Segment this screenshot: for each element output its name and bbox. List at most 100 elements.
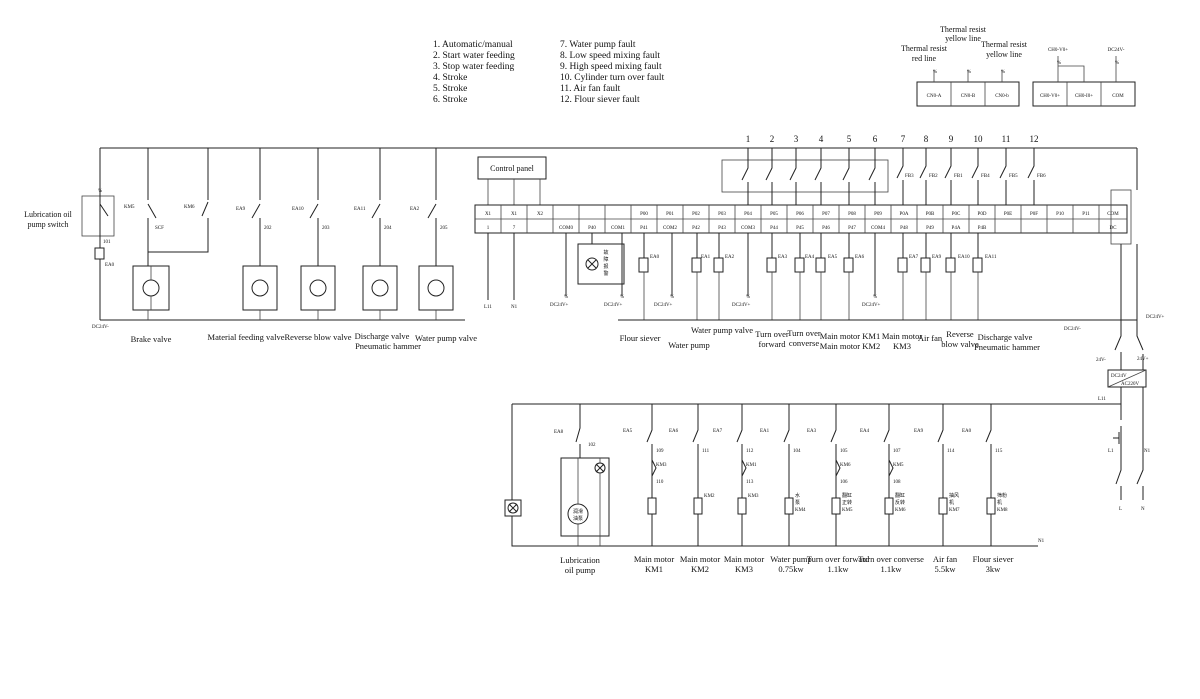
terminal-bottom-label: 7 [513,226,516,231]
svg-text:DC24V+: DC24V+ [654,303,673,308]
terminal-bottom-label: COM2 [663,226,677,231]
aux-contact-label: KM3 [656,463,667,468]
wire-number: 115 [995,449,1003,454]
coil-label: 翻缸 [895,492,905,499]
terminal-label: CN0-B [961,94,976,99]
svg-text:%: % [1001,70,1005,75]
terminal-top-label: X1 [485,212,492,217]
km6-label: KM6 [184,205,195,210]
input-number: 3 [794,134,799,144]
contactor-coil [693,497,703,515]
svg-text:L11: L11 [1098,397,1106,402]
terminal-top-label: P0E [1004,212,1012,217]
coil-label: KM6 [895,508,906,513]
v-minus: 24V- [1096,358,1106,363]
fb-label: FB1 [954,174,963,179]
input-number: 9 [949,134,954,144]
branch-caption: Air fan [933,554,958,564]
output-caption: Turn over [787,328,821,338]
svg-text:EA1: EA1 [701,255,711,260]
contactor-coil [986,497,996,515]
coil-label: KM7 [949,508,960,513]
valve-reverse-blow: EA10 203 Reverse blow valve [284,148,352,342]
terminal-top-label: P0F [1030,212,1038,217]
terminal-top-label: P0B [926,212,935,217]
relay-coils: EA0 EA1 EA2 EA3 EA4 EA5 EA6 EA7 EA9 EA10… [638,233,997,320]
coil-label: 反转 [895,499,905,506]
terminal-bottom-label: P4B [978,226,987,231]
scf-label: SCF [155,226,164,231]
legend-item: 11. Air fan fault [560,83,621,94]
coil-label: 泵 [795,500,800,506]
valve-discharge: EA11 204 Discharge valve Pneumatic hamme… [354,148,421,351]
ea-label: EA2 [410,207,420,212]
svg-text:%: % [933,70,937,75]
coil-label: 翻缸 [842,492,852,499]
output-caption: forward [759,339,787,349]
left-valve-section: DC24V- Lubrication oil pump switch % 101… [24,147,1137,351]
svg-text:EA8: EA8 [554,430,564,435]
input-number: 10 [974,134,984,144]
wire-number: 105 [840,449,848,454]
legend-item: 6. Stroke [433,95,467,105]
output-caption: Water pump valve [691,325,753,335]
ea-label: EA0 [962,429,972,434]
contactor-coil [831,497,841,515]
svg-text:AC220V: AC220V [1121,382,1139,387]
branch-caption: Flour siever [973,554,1014,564]
contactor-coil [784,497,794,515]
input-number: 7 [901,134,906,144]
aux-contact-label: KM6 [840,463,851,468]
terminal-bottom-label: P42 [692,226,700,231]
svg-text:EA2: EA2 [725,255,735,260]
svg-text:EA7: EA7 [909,255,919,260]
output-caption: Main motor KM1 [820,331,880,341]
output-caption: Air fan [918,333,943,343]
terminal-top-label: P03 [718,212,726,217]
valve-caption: Pneumatic hammer [355,341,421,351]
output-caption: Discharge valve [978,332,1033,342]
dc24-plus: DC24V+ [604,303,623,308]
ea-label: EA4 [860,429,870,434]
v-plus: 24V+ [1137,357,1149,362]
svg-text:%: % [967,70,971,75]
svg-text:EA3: EA3 [778,255,788,260]
legend-item: 10. Cylinder turn over fault [560,72,665,83]
output-caption: Main motor [882,331,923,341]
thermal-label-top: yellow line [945,34,981,43]
l11-label: L11 [484,305,492,310]
fb-label: FB5 [1009,174,1018,179]
terminal-bottom-label: COM4 [871,226,885,231]
legend-item: 1. Automatic/manual [433,40,513,50]
thermal-label-left: Thermal resist [901,44,948,53]
branch-caption: Main motor [634,554,675,564]
svg-text:%: % [746,295,750,300]
valve-caption: Reverse blow valve [284,332,351,342]
contactor-coil [737,497,747,515]
thermal-label-right: yellow line [986,50,1022,59]
n1-bottom: N1 [1038,539,1045,544]
terminal-bottom-label: COM0 [559,226,573,231]
terminal-top-label: P0C [952,212,961,217]
valve-caption: Material feeding valve [208,332,285,342]
svg-text:润滑: 润滑 [573,508,583,515]
svg-text:%: % [564,295,568,300]
wire-number: 204 [384,226,392,231]
thermal-label-right: Thermal resist [981,40,1028,49]
input-number: 11 [1002,134,1011,144]
svg-text:102: 102 [588,443,596,448]
svg-text:EA10: EA10 [958,255,970,260]
svg-text:%: % [620,295,624,300]
legend-item: 7. Water pump fault [560,39,636,50]
alarm-text: 障 [603,256,608,263]
terminal-top-label: P10 [1056,212,1064,217]
svg-text:DC24V+: DC24V+ [862,303,881,308]
wire-number: 106 [840,480,848,485]
thermal-r-dc: DC24V- [1108,48,1125,53]
svg-text:EA9: EA9 [932,255,942,260]
pump-caption: Lubrication [560,555,600,565]
terminal-top-label: P07 [822,212,830,217]
